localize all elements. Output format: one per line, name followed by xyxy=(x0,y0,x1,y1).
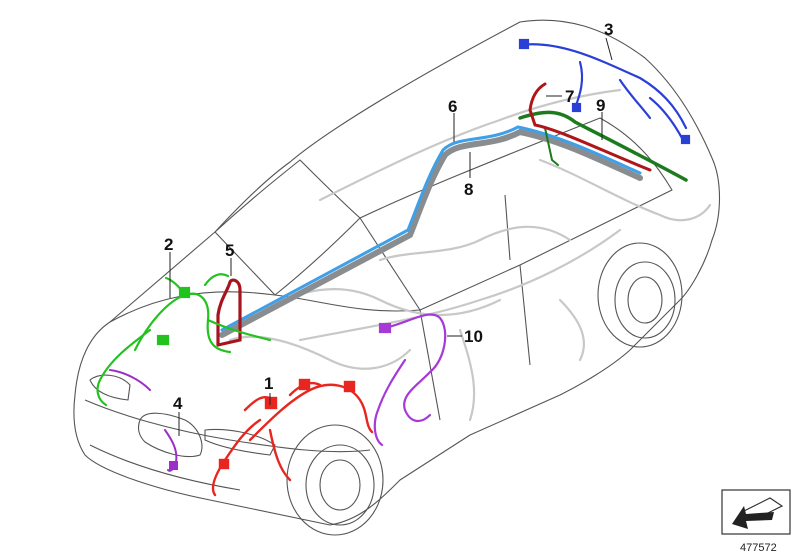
harness-9 xyxy=(518,110,688,182)
grey-wire-side xyxy=(558,298,585,362)
car-silhouette xyxy=(73,19,721,526)
harness-8-path xyxy=(219,128,643,338)
harness-4 xyxy=(109,369,178,472)
leader-3 xyxy=(605,37,613,61)
arrow-sheet-icon xyxy=(721,489,791,535)
callout-4: 4 xyxy=(173,394,183,413)
door-line-b-pillar xyxy=(504,194,511,261)
front-wheel-arch xyxy=(286,424,384,536)
callout-6: 6 xyxy=(448,97,457,116)
harness-9-drop xyxy=(544,127,559,166)
harness-3-main xyxy=(518,43,688,130)
car-body xyxy=(73,19,721,536)
reference-number: 477572 xyxy=(740,542,777,554)
harness-3 xyxy=(518,38,691,145)
door-line-rear xyxy=(519,264,531,366)
front-wheel xyxy=(305,444,375,526)
harness-3-branch-c xyxy=(648,96,685,142)
harness-3-connector-a xyxy=(518,38,530,50)
harness-1-main xyxy=(248,383,374,442)
harness-10 xyxy=(373,313,447,447)
front-wheel-hub xyxy=(319,459,361,511)
harness-2-branch-c xyxy=(203,273,230,287)
harness-8 xyxy=(219,128,643,338)
callout-1: 1 xyxy=(264,374,273,393)
harness-4-connector-a xyxy=(169,461,178,470)
harness-1-branch-c xyxy=(268,428,292,482)
harness-2-branch-d xyxy=(206,318,272,342)
harness-10-branch-a xyxy=(373,358,407,447)
callouts: 1 2 3 4 5 6 7 8 9 10 xyxy=(164,20,613,413)
rear-wheel-hub xyxy=(627,276,663,324)
callout-2: 2 xyxy=(164,235,173,254)
harness-7-path xyxy=(528,82,652,172)
harness-5 xyxy=(216,278,242,347)
callout-5: 5 xyxy=(225,241,234,260)
harness-10-main xyxy=(383,313,447,423)
rear-wheel-arch xyxy=(597,242,683,348)
grey-wire-engine xyxy=(228,335,412,370)
grey-wire-floor xyxy=(298,228,622,342)
harness-3-branch-b xyxy=(618,78,652,120)
harness-5-path xyxy=(216,278,242,347)
rear-wheel xyxy=(614,261,676,339)
harness-2-branch-b xyxy=(96,328,152,407)
harness-2 xyxy=(96,273,272,407)
grey-wire-door xyxy=(458,328,476,422)
harness-2-connector-a xyxy=(156,334,170,346)
leader-lines xyxy=(169,37,613,436)
door-line-front xyxy=(419,309,441,421)
harness-2-connector-b xyxy=(178,286,191,299)
headlight-right-outline xyxy=(204,429,276,456)
grey-wire-rear xyxy=(538,158,712,222)
hood-line xyxy=(109,291,421,323)
corner-symbol-arrow xyxy=(732,506,774,529)
harness-2-main xyxy=(133,292,232,354)
harness-7 xyxy=(528,82,652,172)
harness-9-path xyxy=(518,110,688,182)
harness-6-path xyxy=(220,125,642,332)
grey-wire-center xyxy=(378,225,572,262)
harness-1 xyxy=(211,378,374,497)
kidney-grille-outline xyxy=(137,412,203,458)
harness-1-connector-a xyxy=(264,396,278,410)
callout-9: 9 xyxy=(596,96,605,115)
callout-10: 10 xyxy=(464,327,483,346)
harness-3-branch-a xyxy=(573,60,584,110)
harness-1-connector-d xyxy=(218,458,230,470)
harness-3-connector-c xyxy=(680,134,691,145)
harness-3-connector-b xyxy=(571,102,582,113)
harness-6 xyxy=(220,125,642,332)
callout-8: 8 xyxy=(464,180,473,199)
harness-1-connector-c xyxy=(343,380,356,393)
callout-3: 3 xyxy=(604,20,613,39)
headlight-left-outline xyxy=(89,374,131,401)
callout-7: 7 xyxy=(565,87,574,106)
car-roof-outline xyxy=(290,21,705,190)
harness-10-connector-a xyxy=(378,322,392,334)
front-fascia-line xyxy=(84,399,371,453)
harness-1-connector-b xyxy=(298,378,311,391)
lower-bumper-line xyxy=(89,444,241,491)
